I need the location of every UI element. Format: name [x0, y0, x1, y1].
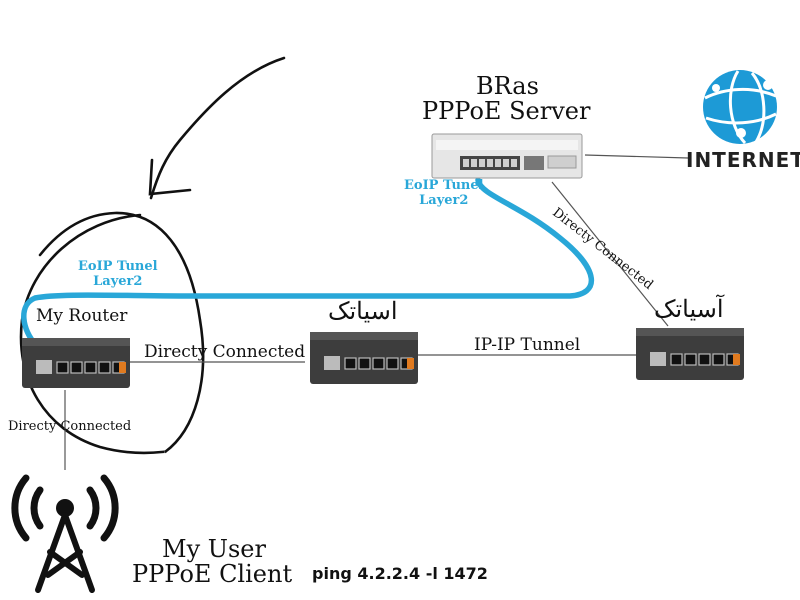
tunnel-bras-label: EoIP Tunel Layer2 [404, 178, 484, 208]
right-router-label: آسیاتک [654, 295, 724, 323]
user-title: My User [162, 535, 266, 563]
eoip-tunnel-path [21, 177, 595, 348]
bras-title: BRas [476, 72, 539, 100]
hand-drawn-arrow [149, 56, 286, 200]
my-router-label: My Router [36, 306, 128, 326]
my-router-device [22, 338, 130, 388]
internet-globe-icon [703, 70, 777, 145]
router-middle-link-label: Directy Connected [144, 342, 306, 362]
router-user-link-label: Directy Connected [8, 419, 132, 434]
user-subtitle: PPPoE Client [132, 560, 293, 588]
ipip-link-label: IP-IP Tunnel [474, 335, 581, 355]
tunnel-bras-line2: Layer2 [419, 193, 469, 208]
tunnel-bras-line1: EoIP Tunel [404, 178, 484, 193]
middle-router-device [310, 332, 418, 384]
hand-drawn-arrow-head [148, 158, 192, 196]
bras-device [431, 133, 583, 179]
hand-drawn-circle [19, 211, 205, 455]
tunnel-left-line1: EoIP Tunel [78, 259, 158, 274]
link-bras-internet [584, 154, 689, 159]
middle-router-label: اسیاتک [328, 297, 398, 325]
connection-lines [64, 154, 689, 472]
right-router-device [636, 328, 744, 380]
tunnel-left-line2: Layer2 [93, 274, 143, 289]
tunnel-left-label: EoIP Tunel Layer2 [78, 259, 158, 289]
bras-subtitle: PPPoE Server [422, 97, 591, 125]
antenna-tower-icon [0, 470, 128, 600]
ping-command: ping 4.2.2.4 -l 1472 [312, 564, 488, 583]
link-bras-right [551, 181, 669, 327]
internet-label: INTERNET [686, 148, 800, 172]
hand-drawn-annotation [19, 56, 286, 455]
